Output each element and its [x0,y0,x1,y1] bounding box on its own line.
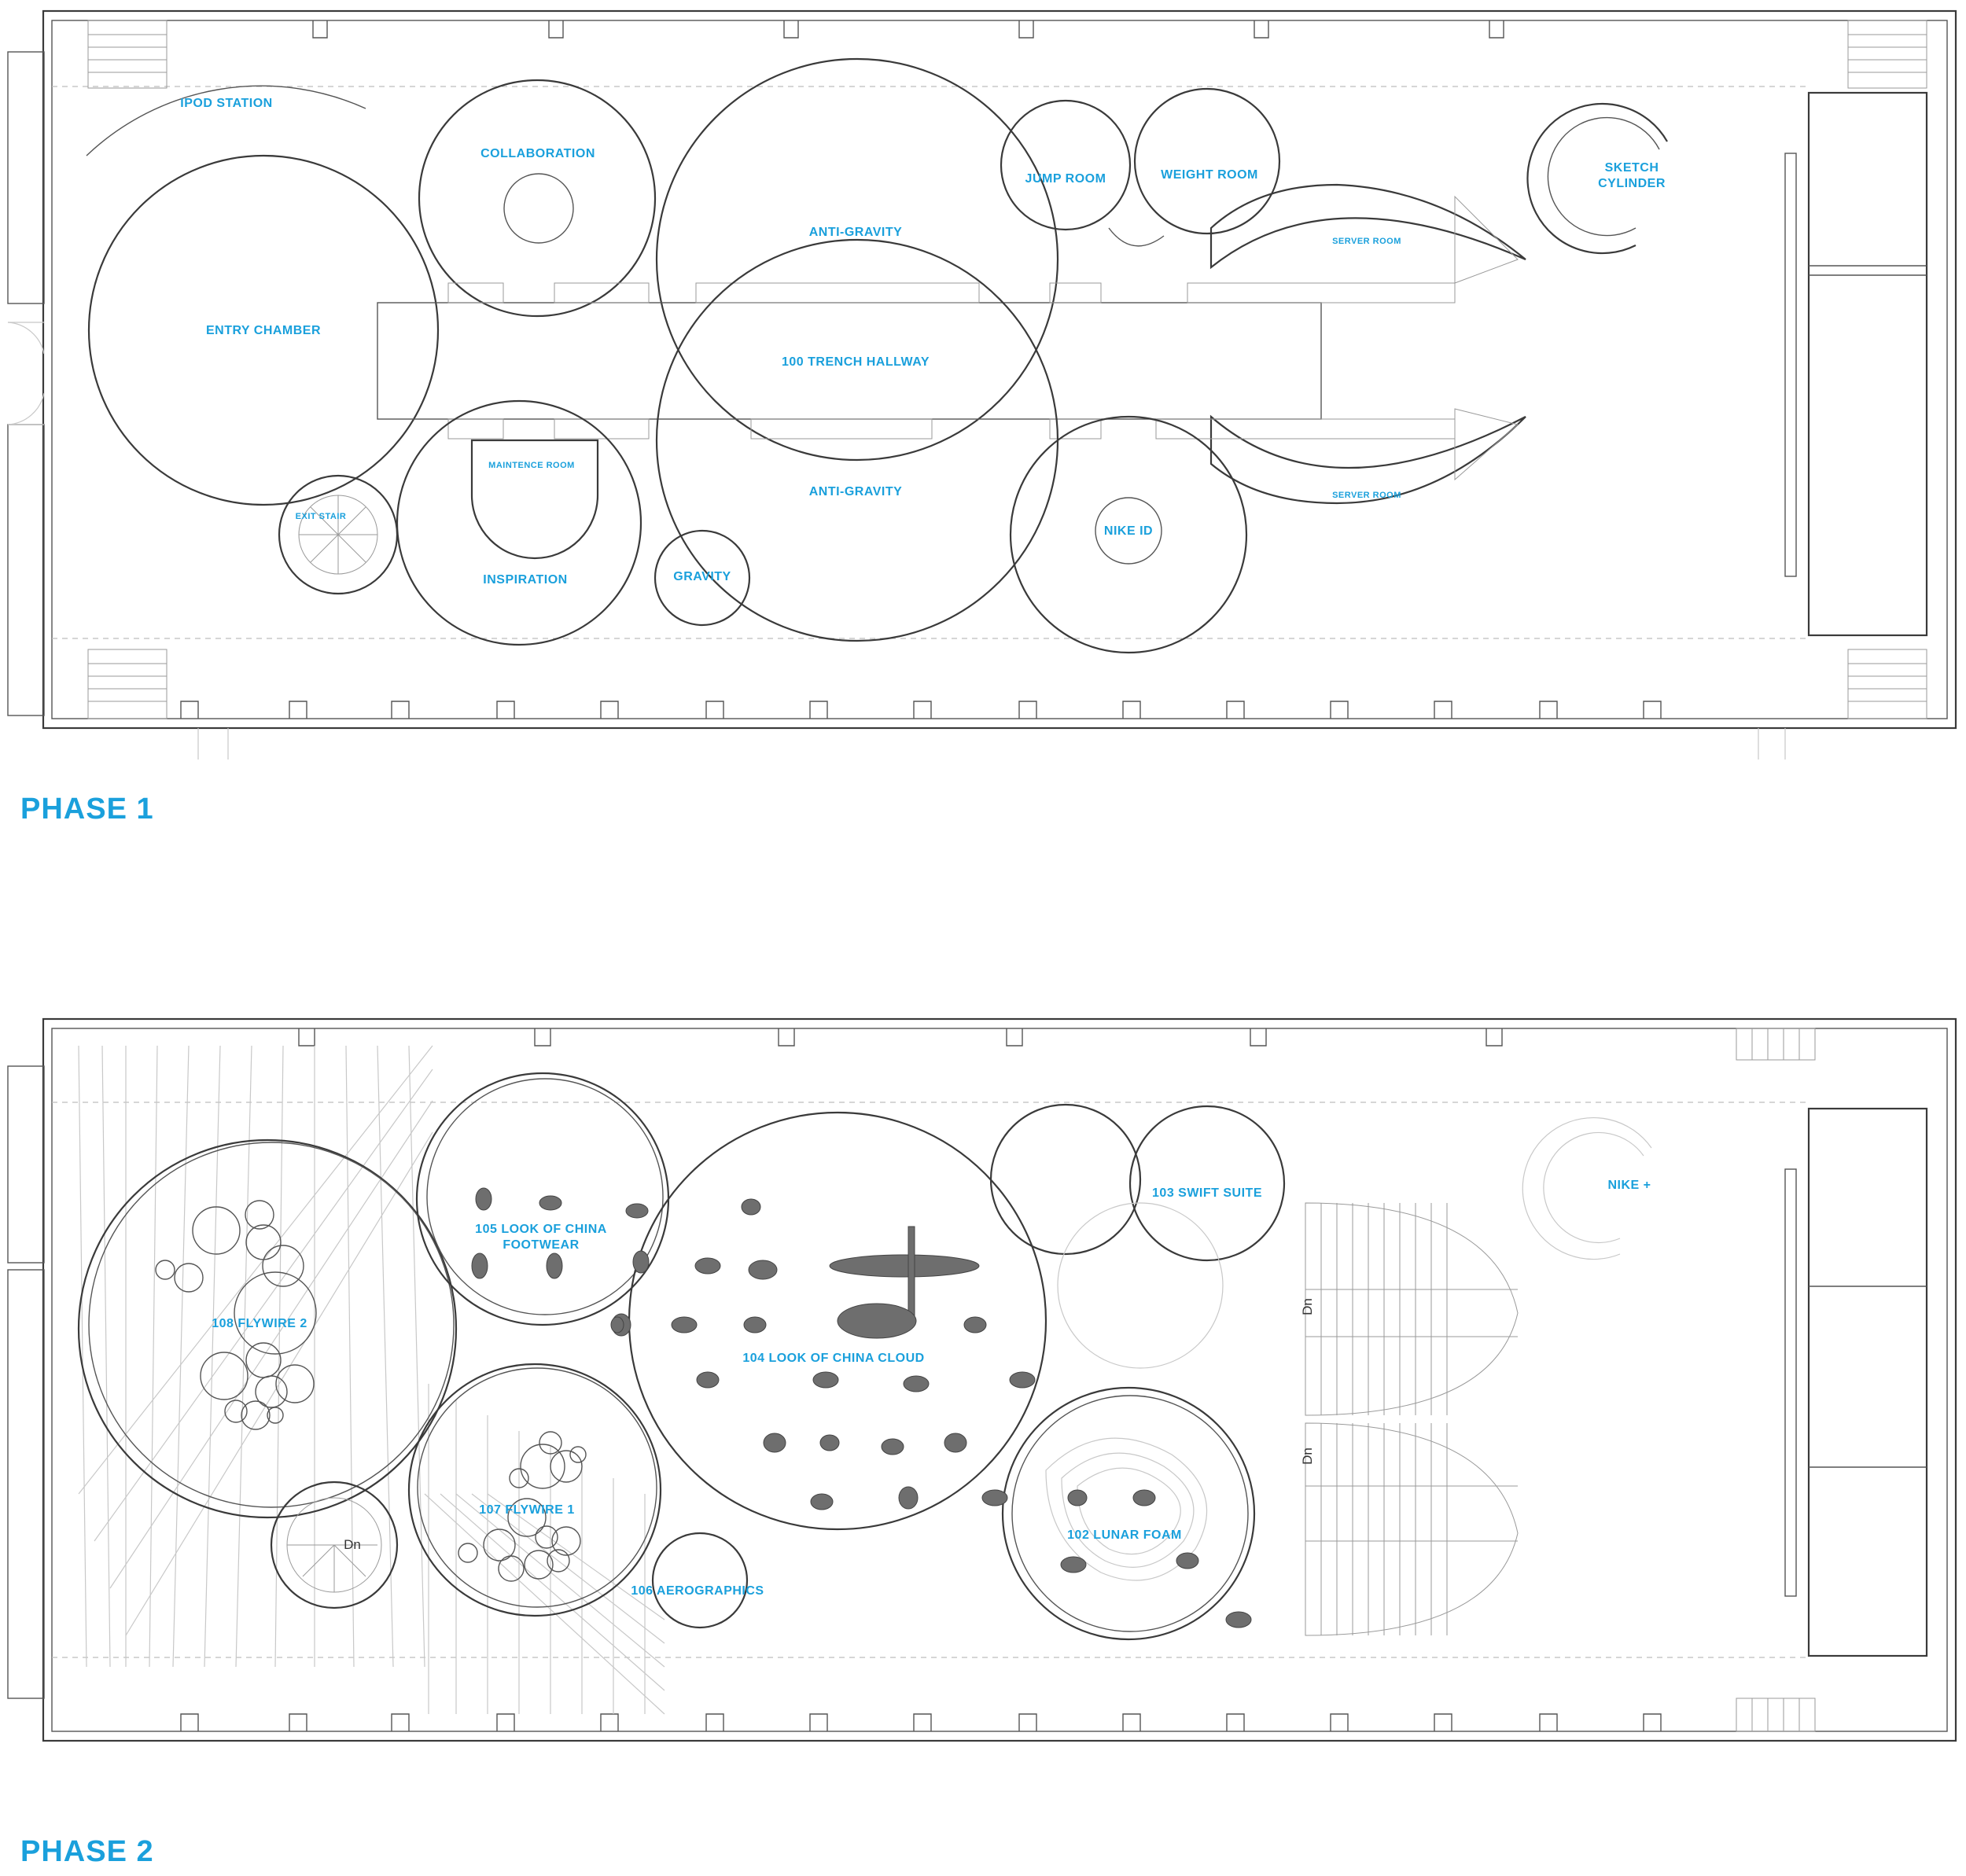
label-flywire-1: 107 FLYWIRE 1 [479,1503,575,1517]
phase2-left-wing-bottom [7,1269,45,1699]
athlete-figures [471,1187,1252,1628]
phase2-stair-treads [1305,1203,1518,1635]
phase1-heading: PHASE 1 [20,793,154,826]
phase1-server-room-bottom [1209,414,1526,505]
phase2-right-bar [1784,1168,1797,1597]
phase1-maintence-room [470,439,599,560]
label-anti-gravity-bottom: ANTI-GRAVITY [809,485,903,498]
phase2-flywire-1 [407,1363,662,1617]
phase1-antigravity-top [655,57,1059,462]
phase1-sketch-cylinder [1526,103,1668,255]
label-lunar-foam: 102 LUNAR FOAM [1067,1528,1182,1542]
phase1-collaboration [418,79,657,318]
phase2-stair-lens-bottom [1305,1422,1519,1636]
label-collaboration: COLLABORATION [480,147,595,160]
phase1-left-wing-bottom [7,424,45,716]
phase2-plan: 103 SWIFT SUITE NIKE + 105 LOOK OF CHINA… [7,1017,1957,1742]
phase2-swift-circle [989,1103,1142,1256]
phase1-inspiration [396,399,642,646]
label-jump-room: JUMP ROOM [1025,172,1106,186]
label-nike-plus: NIKE + [1607,1179,1651,1192]
phase2-left-wing-top [7,1065,45,1264]
phase2-flywire-1-bubbles [458,1431,587,1582]
phase2-stair-lens-top [1305,1202,1519,1416]
phase2-flywire-strings [78,1045,665,1715]
label-sketch-cylinder-1: SKETCH [1605,161,1659,175]
label-exit-stair: EXIT STAIR [296,512,347,521]
phase2-stair-circle [270,1481,399,1609]
label-dn-stair-top: Dn [1300,1298,1315,1315]
label-entry-chamber: ENTRY CHAMBER [206,324,321,337]
label-weight-room: WEIGHT ROOM [1161,168,1258,182]
phase2-heading: PHASE 2 [20,1835,154,1868]
phase1-server-room-top [1209,183,1526,270]
phase1-top-pilasters [312,20,1504,39]
phase1-corner-stairs [87,20,1927,719]
phase1-bottom-pilasters [180,701,1662,719]
phase1-right-core [1807,91,1928,637]
phase2-outer-wall [42,1017,1957,1742]
phase1-left-wing-top [7,51,45,304]
phase1-entry-chamber [87,154,440,506]
phase2-nike-plus-cylinder [1522,1116,1652,1260]
phase1-collaboration-table [503,173,574,244]
phase1-ipod-arc [86,85,366,156]
phase2-lunar-foam [1001,1386,1256,1641]
label-flywire-2: 108 FLYWIRE 2 [212,1317,307,1330]
label-look-of-china-cloud: 104 LOOK OF CHINA CLOUD [742,1352,924,1365]
phase2-inner-wall [51,1028,1948,1732]
label-look-of-china-footwear-2: FOOTWEAR [503,1238,579,1252]
label-look-of-china-footwear-1: 105 LOOK OF CHINA [475,1223,607,1236]
phase1-plan: IPOD STATION COLLABORATION JUMP ROOM WEI… [7,9,1957,760]
phase2-top-pilasters [298,1028,1503,1047]
label-ipod-station: IPOD STATION [180,97,272,110]
phase2-flywire-2 [77,1138,458,1519]
label-sketch-cylinder-2: CYLINDER [1598,177,1666,190]
phase1-inner-wall [51,20,1948,719]
label-aerographics: 106 AEROGRAPHICS [631,1584,764,1598]
phase2-aerographics [651,1532,749,1629]
label-server-room-top: SERVER ROOM [1332,237,1401,246]
label-inspiration: INSPIRATION [483,573,567,587]
label-nike-id: NIKE ID [1104,524,1153,538]
phase1-outer-wall [42,9,1957,730]
label-swift-suite: 103 SWIFT SUITE [1152,1186,1262,1200]
phase2-right-core [1807,1107,1928,1657]
phase1-exit-stair [278,474,399,595]
phase2-lunar-foam-contours [1045,1437,1208,1581]
label-dn-left: Dn [344,1537,361,1552]
phase1-jump-room [1000,99,1132,231]
phase1-nike-id-table [1095,497,1162,565]
phase1-right-bar [1784,153,1797,577]
phase1-weight-room [1133,87,1281,235]
label-dn-stair-bottom: Dn [1300,1447,1315,1465]
label-maintence-room: MAINTENCE ROOM [488,461,575,470]
label-anti-gravity-top: ANTI-GRAVITY [809,226,903,239]
phase2-flywire-2-bubbles [155,1200,317,1430]
phase2-bottom-pilasters [180,1713,1662,1731]
phase1-gravity [653,529,751,627]
label-gravity: GRAVITY [673,570,731,583]
phase2-swift-suite [1128,1105,1286,1262]
label-trench-hallway: 100 TRENCH HALLWAY [782,355,930,369]
kayak-figure [829,1254,980,1278]
phase1-nike-id [1009,415,1248,654]
label-server-room-bottom: SERVER ROOM [1332,491,1401,500]
phase2-corner-stairs [1736,1028,1816,1732]
